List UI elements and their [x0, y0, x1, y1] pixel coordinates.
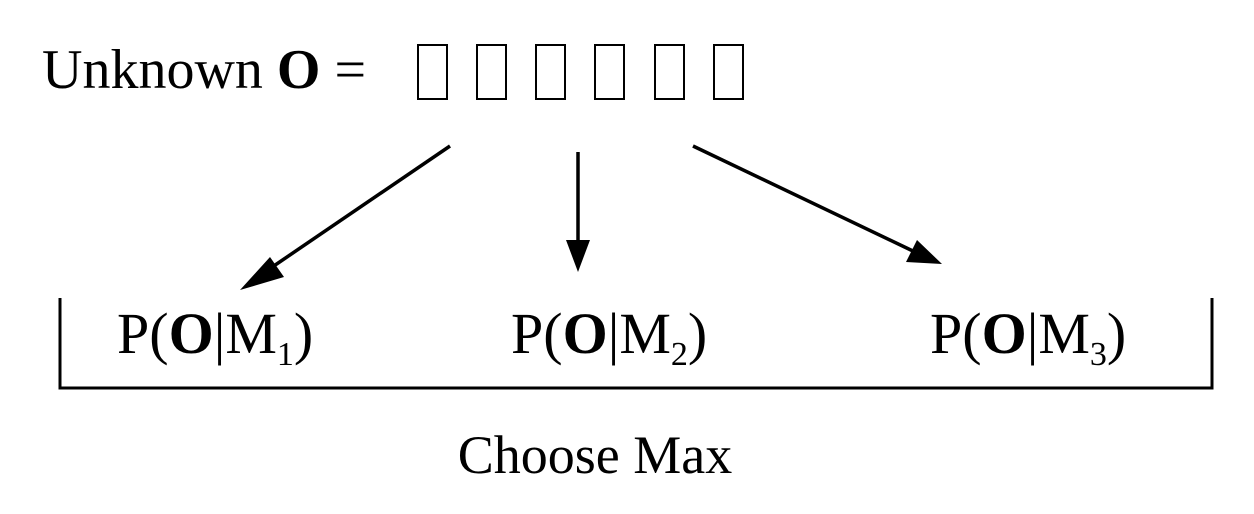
model-2-probability: P(O|M2): [511, 301, 708, 373]
arrow-to-model-1: [240, 144, 451, 290]
observation-symbol: O: [276, 39, 321, 101]
choose-max-label: Choose Max: [457, 425, 733, 485]
arrow-to-model-2: [566, 152, 590, 272]
observation-box: [417, 44, 448, 100]
observation-box: [476, 44, 507, 100]
observation-box: [713, 44, 744, 100]
model-1-probability: P(O|M1): [117, 301, 314, 373]
max-bracket: [58, 298, 1214, 390]
unknown-text: Unknown: [42, 39, 263, 101]
model-3-probability: P(O|M3): [930, 301, 1127, 373]
unknown-observation-label: Unknown O =: [42, 42, 366, 98]
observation-box: [535, 44, 566, 100]
equals-sign: =: [334, 39, 367, 101]
arrow-to-model-3: [692, 144, 942, 264]
observation-box: [594, 44, 625, 100]
observation-box: [654, 44, 685, 100]
